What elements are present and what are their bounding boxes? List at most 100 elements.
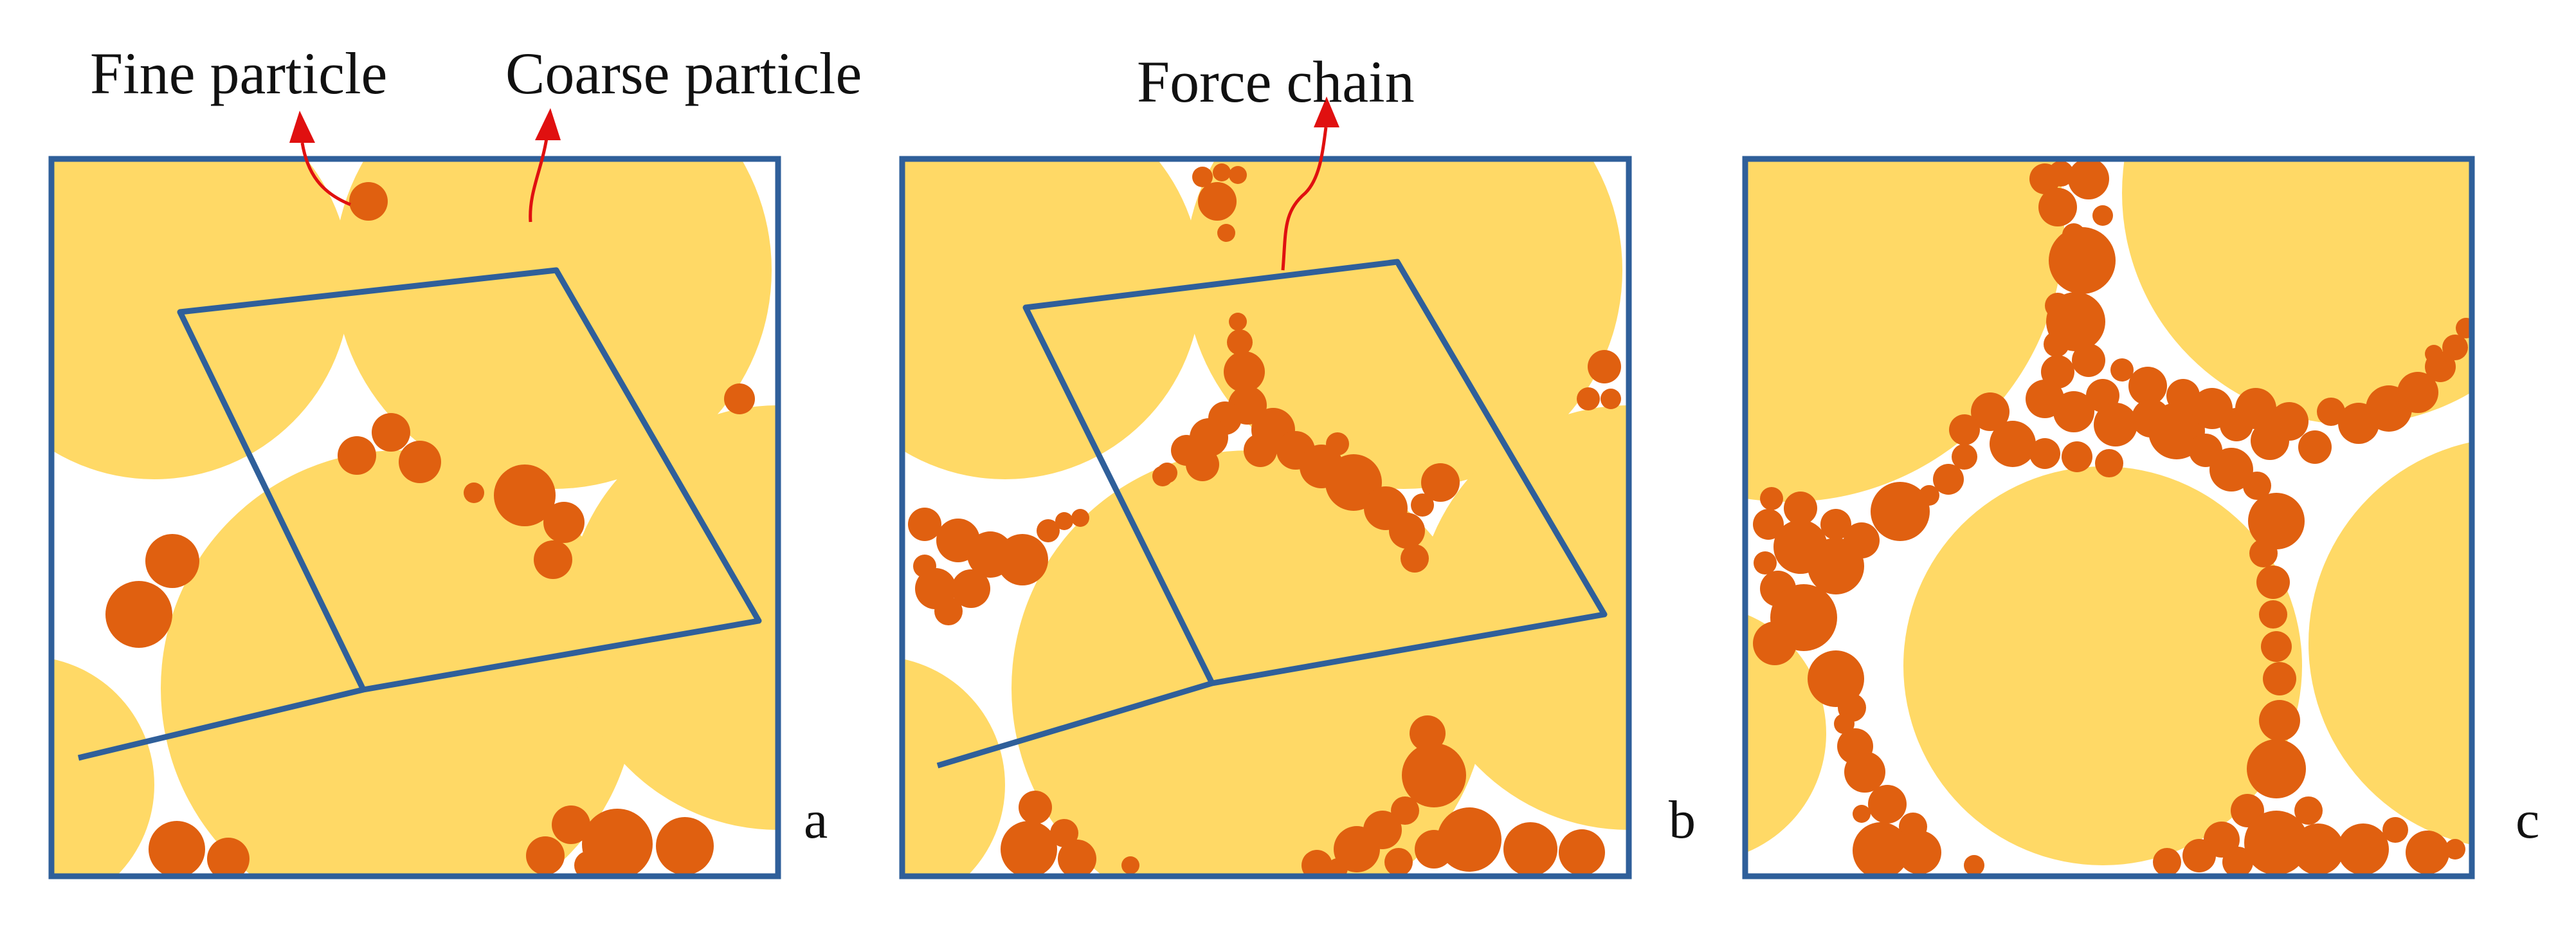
fine-particle [1055, 512, 1073, 530]
fine-particle [1868, 785, 1907, 823]
fine-particle [1391, 796, 1419, 825]
panel-b: b [899, 156, 1696, 879]
fine-particle [1415, 830, 1453, 869]
fine-particle [1402, 743, 1466, 807]
fine-particle [2259, 600, 2287, 629]
fine-particle [1933, 464, 1964, 495]
fine-particle [1949, 414, 1980, 445]
fine-particle [1588, 350, 1621, 383]
fine-particle [1001, 821, 1057, 876]
fine-particle [1834, 713, 1855, 734]
fine-particle [1389, 513, 1425, 549]
fine-particle [1898, 831, 1941, 874]
panel-c: c [1742, 156, 2539, 879]
fine-particle [908, 508, 941, 541]
fine-particle [1244, 434, 1277, 467]
panel-c-particles [1745, 159, 2472, 876]
fine-particle [1411, 493, 1434, 517]
unit-cell-outline [1022, 259, 1608, 686]
coarse-particle [2308, 441, 2472, 845]
force-chain-label: Force chain [1137, 49, 1415, 115]
fine-particle [2382, 817, 2408, 843]
fine-particle [494, 464, 556, 526]
fine-particle [1753, 509, 1784, 540]
arrow-heads [289, 97, 1339, 143]
fine-particle [1871, 482, 1930, 541]
fine-particle [1019, 791, 1052, 824]
fine-particle [2062, 441, 2092, 472]
fine-particle [2337, 823, 2389, 875]
fine-particle [1990, 421, 2036, 467]
fine-particle [2072, 344, 2105, 377]
fine-particle [2029, 438, 2060, 469]
fine-particle [2243, 472, 2271, 500]
fine-particle-label: Fine particle [90, 41, 387, 106]
fine-particle [1217, 224, 1235, 242]
coarse-particle [1417, 405, 1629, 830]
fine-particle [2092, 205, 2113, 226]
fine-particle [1853, 822, 1909, 876]
coarse-particle [1011, 450, 1487, 876]
fine-particle [2244, 811, 2308, 875]
fine-particle [1229, 166, 1247, 184]
fine-particle [2068, 159, 2109, 199]
fine-particle [1384, 848, 1413, 876]
fine-particle [1229, 313, 1247, 331]
callout-arrows [300, 127, 1328, 271]
fine-particle [1820, 509, 1851, 540]
panel-c-letter: c [2516, 790, 2539, 850]
fine-particle [2270, 402, 2308, 441]
fine-particle [1784, 492, 1817, 525]
fine-particle [1121, 856, 1139, 874]
fine-particle [1227, 329, 1253, 355]
fine-particle [2182, 839, 2216, 872]
fine-particle [1213, 163, 1231, 181]
fine-particle [2038, 188, 2077, 226]
fine-particle [2044, 331, 2069, 357]
shear-line [77, 686, 365, 761]
fine-particle [2256, 566, 2290, 599]
panel-a-particles [51, 159, 778, 876]
fine-particle [399, 441, 441, 483]
fine-particle [1853, 805, 1871, 823]
fine-particle [1058, 840, 1096, 876]
fine-particle [149, 821, 205, 876]
fine-particle [2235, 388, 2276, 429]
coarse-particle [902, 159, 1201, 479]
fine-particle [2292, 823, 2344, 875]
coarse-particle-arrow [529, 138, 549, 223]
force-chain-arrowhead [1314, 97, 1339, 127]
fine-particle [1601, 389, 1621, 409]
panel-c-fine-particles [1753, 159, 2472, 876]
fine-particle [997, 534, 1048, 585]
fine-particle [1326, 432, 1349, 455]
fine-particle [2406, 831, 2449, 874]
fine-particle [1152, 466, 1173, 486]
shear-line [936, 680, 1213, 769]
fine-particle [1503, 822, 1557, 876]
fine-particle [1844, 751, 1885, 793]
panel-b-coarse-particles [902, 159, 1629, 876]
fine-particle [1302, 850, 1332, 876]
panel-a: a [48, 156, 828, 879]
coarse-particle [2122, 159, 2472, 425]
coarse-particle-label: Coarse particle [505, 41, 862, 106]
fine-particle [338, 436, 376, 475]
fine-particle [2095, 449, 2123, 477]
coarse-particle [51, 659, 154, 876]
fine-particle [1334, 826, 1380, 872]
fine-particle [2053, 391, 2094, 432]
coarse-particle [1745, 614, 1826, 853]
panel-b-letter: b [1669, 790, 1696, 850]
fine-particle [2397, 372, 2438, 413]
fine-particle [1437, 807, 1501, 872]
coarse-particle [1903, 466, 2302, 865]
fine-particle [1198, 182, 1237, 221]
fine-particle [2049, 227, 2116, 294]
fine-particle [2445, 839, 2465, 860]
panel-c-coarse-particles [1745, 159, 2472, 865]
fine-particle [574, 851, 603, 876]
fine-particle [2261, 631, 2292, 662]
fine-particle [526, 836, 565, 875]
